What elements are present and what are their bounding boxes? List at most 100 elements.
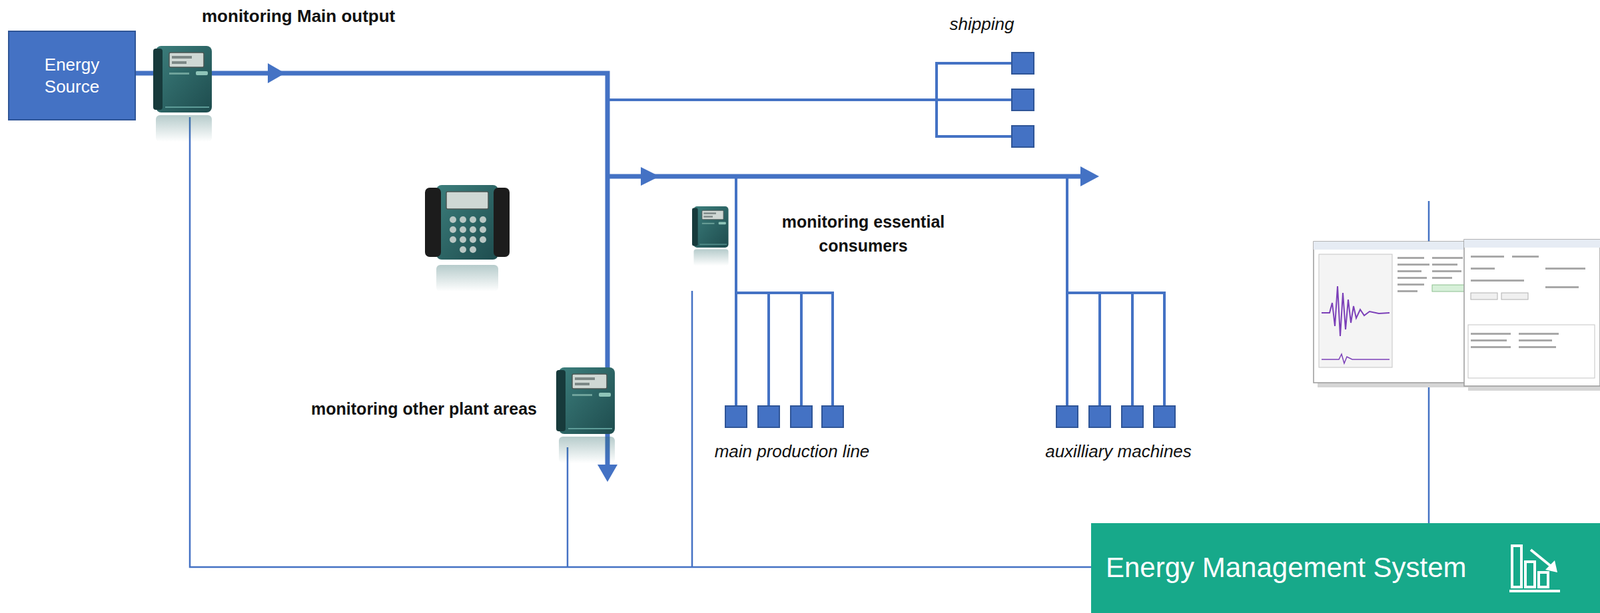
handheld-meter bbox=[479, 236, 487, 244]
software-screenshots bbox=[1313, 241, 1469, 250]
shipping-branch bbox=[607, 63, 1012, 137]
software-screenshots bbox=[1464, 239, 1600, 387]
shipping-branch bbox=[607, 98, 937, 102]
software-screenshots bbox=[1518, 339, 1553, 342]
chart-icon bbox=[1545, 560, 1558, 573]
software-screenshots bbox=[1470, 339, 1507, 342]
handheld-meter bbox=[469, 216, 477, 224]
software-screenshots bbox=[1470, 267, 1495, 270]
chart-icon bbox=[1538, 572, 1549, 588]
handheld-meter bbox=[459, 226, 467, 234]
production-branch bbox=[734, 293, 738, 407]
production-branch bbox=[734, 291, 834, 295]
handheld-meter bbox=[436, 185, 499, 260]
chart-icon bbox=[1530, 550, 1553, 568]
handheld-meter bbox=[469, 236, 477, 244]
software-screenshots bbox=[1397, 257, 1425, 260]
software-screenshots bbox=[1501, 293, 1529, 300]
auxiliary-machines bbox=[1153, 406, 1176, 428]
flow-meter bbox=[556, 367, 615, 464]
production-branch bbox=[767, 293, 771, 407]
software-screenshots bbox=[1432, 270, 1462, 273]
software-screenshots bbox=[1518, 333, 1559, 336]
software-screenshots bbox=[1468, 325, 1595, 379]
software-screenshots bbox=[1545, 286, 1579, 289]
software-screenshots bbox=[1512, 255, 1539, 258]
auxiliary-branch bbox=[1131, 293, 1134, 407]
data-lines bbox=[189, 117, 1093, 568]
software-screenshots bbox=[1464, 239, 1600, 248]
auxiliary-machines bbox=[1056, 406, 1176, 428]
auxiliary-branch bbox=[1098, 293, 1102, 407]
chart-icon bbox=[1509, 546, 1561, 592]
handheld-meter bbox=[469, 246, 477, 254]
software-screenshots bbox=[1321, 286, 1390, 337]
auxiliary-branch bbox=[1065, 175, 1069, 407]
software-screenshots bbox=[1397, 263, 1430, 266]
production-branch bbox=[734, 175, 738, 294]
shipping-consumers bbox=[1011, 125, 1034, 148]
software-screenshots bbox=[1470, 279, 1525, 282]
chart-icon bbox=[1509, 590, 1561, 593]
chart-icon bbox=[1506, 536, 1567, 597]
software-screenshots bbox=[1313, 241, 1469, 384]
data-lines bbox=[691, 291, 694, 568]
handheld-meter bbox=[469, 226, 477, 234]
handheld-meter bbox=[479, 226, 487, 234]
software-screenshots bbox=[1318, 254, 1393, 368]
software-screenshots bbox=[1518, 346, 1557, 349]
source-box: Energy Source bbox=[7, 30, 136, 121]
group-caption: shipping bbox=[915, 11, 1049, 38]
software-screenshots bbox=[1470, 346, 1511, 349]
auxiliary-branch bbox=[1065, 175, 1166, 407]
consumer-energy-line bbox=[640, 167, 660, 186]
handheld-meter bbox=[449, 226, 457, 234]
handheld-meter bbox=[436, 265, 499, 292]
flow-meter bbox=[692, 206, 729, 266]
software-screenshots bbox=[1432, 263, 1458, 266]
auxiliary-branch bbox=[1065, 291, 1166, 295]
handheld-meter bbox=[449, 216, 457, 224]
shipping-consumers bbox=[1011, 89, 1034, 111]
software-screenshots bbox=[1321, 354, 1390, 364]
data-lines bbox=[566, 447, 569, 568]
software-screenshots bbox=[1313, 239, 1600, 392]
handheld-meter bbox=[449, 236, 457, 244]
group-caption: auxilliary machines bbox=[1018, 439, 1219, 465]
production-machines bbox=[725, 406, 747, 428]
handheld-meter bbox=[424, 185, 510, 292]
chart-icon bbox=[1512, 546, 1522, 588]
software-screenshots bbox=[1432, 277, 1453, 280]
flow-meter bbox=[153, 45, 212, 142]
software-screenshots bbox=[1432, 285, 1466, 292]
auxiliary-machines bbox=[1089, 406, 1111, 428]
meter-caption: monitoring essential consumers bbox=[763, 209, 964, 259]
shipping-consumers bbox=[1011, 52, 1034, 148]
consumer-energy-line bbox=[607, 174, 1084, 180]
handheld-meter bbox=[424, 187, 441, 258]
chart-icon bbox=[1525, 562, 1535, 588]
software-screenshots bbox=[1432, 257, 1463, 260]
node-label: Energy Source bbox=[28, 53, 116, 98]
main-energy-line bbox=[597, 464, 618, 483]
shipping-branch bbox=[936, 98, 1012, 102]
consumer-energy-line bbox=[1080, 166, 1100, 187]
handheld-meter bbox=[479, 216, 487, 224]
software-screenshots bbox=[1470, 255, 1586, 349]
production-machines bbox=[725, 406, 844, 428]
production-branch bbox=[831, 291, 834, 407]
software-screenshots bbox=[1397, 290, 1418, 293]
handheld-meter bbox=[459, 236, 467, 244]
handheld-meter bbox=[449, 216, 487, 254]
software-screenshots bbox=[1470, 255, 1505, 258]
node-label: Energy Management System bbox=[1105, 550, 1467, 587]
software-screenshots bbox=[1397, 283, 1425, 286]
auxiliary-machines bbox=[1121, 406, 1144, 428]
production-machines bbox=[821, 406, 844, 428]
software-screenshots bbox=[1470, 333, 1511, 336]
group-caption: main production line bbox=[692, 439, 892, 465]
production-machines bbox=[790, 406, 812, 428]
production-machines bbox=[758, 406, 780, 428]
meter-caption: monitoring other plant areas bbox=[266, 397, 537, 421]
